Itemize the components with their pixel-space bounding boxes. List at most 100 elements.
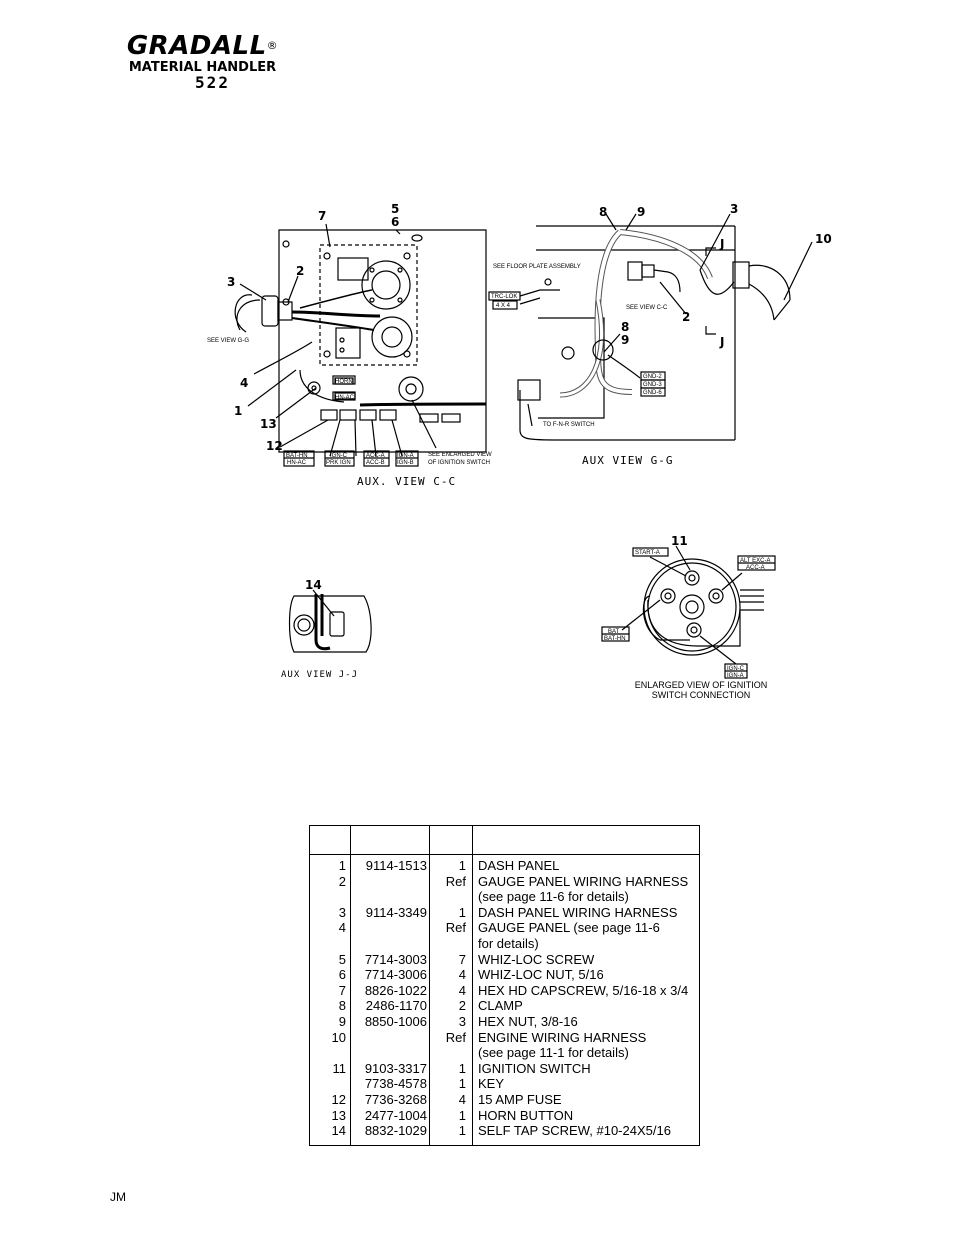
label-fnr-switch: TO F-N-R SWITCH [543, 422, 595, 428]
brand-header: GRADALL® MATERIAL HANDLER 522 [110, 32, 295, 91]
label-j-top: J [719, 237, 724, 251]
item-cell: 6 [309, 967, 351, 983]
quantity-cell: 1 [429, 854, 473, 874]
label-ign-c: IGN-C [330, 453, 348, 459]
floor-view [488, 213, 813, 441]
quantity-cell: 1 [429, 1107, 473, 1124]
callout-12: 12 [266, 439, 283, 453]
item-cell: 3 [309, 904, 351, 921]
description-cell: CLAMP [472, 998, 700, 1014]
quantity-cell: 1 [429, 1123, 473, 1146]
quantity-cell [429, 935, 473, 952]
description-cell: HEX NUT, 3/8-16 [472, 1013, 700, 1030]
item-cell: 9 [309, 1013, 351, 1030]
label-acc-a: ACC-A [366, 453, 385, 459]
description-cell: for details) [472, 935, 700, 952]
ignition-switch-view [601, 545, 776, 679]
part-number-cell: 2477-1004 [350, 1107, 430, 1124]
part-number-cell [350, 935, 430, 952]
part-number-cell: 7714-3003 [350, 951, 430, 968]
item-cell: 7 [309, 982, 351, 999]
label-enlarged-2: OF IGNITION SWITCH [428, 460, 490, 466]
part-number-cell: 2486-1170 [350, 998, 430, 1014]
item-cell: 13 [309, 1107, 351, 1124]
quantity-cell: 1 [429, 1076, 473, 1092]
table-row: for details) [309, 935, 700, 952]
quantity-cell: 1 [429, 904, 473, 921]
callout-9-mid: 9 [621, 333, 629, 347]
item-cell: 11 [309, 1060, 351, 1077]
label-gnd-6: GND-6 [643, 390, 662, 396]
quantity-cell: Ref [429, 1029, 473, 1046]
description-cell: KEY [472, 1076, 700, 1092]
item-cell: 12 [309, 1091, 351, 1108]
description-cell: GAUGE PANEL (see page 11-6 [472, 920, 700, 936]
quantity-cell: 3 [429, 1013, 473, 1030]
table-row: (see page 11-1 for details) [309, 1045, 700, 1061]
dash-panel-view [234, 223, 487, 467]
description-cell: DASH PANEL WIRING HARNESS [472, 904, 700, 921]
description-cell: HEX HD CAPSCREW, 5/16-18 x 3/4 [472, 982, 700, 999]
label-prk-ign: PRK IGN [326, 460, 351, 466]
part-number-cell: 7738-4578 [350, 1076, 430, 1092]
description-cell: GAUGE PANEL WIRING HARNESS [472, 873, 700, 890]
description-cell: ENGINE WIRING HARNESS [472, 1029, 700, 1046]
part-number-cell: 7714-3006 [350, 967, 430, 983]
description-cell: SELF TAP SCREW, #10-24X5/16 [472, 1123, 700, 1146]
part-number-cell [350, 1045, 430, 1061]
item-cell: 2 [309, 873, 351, 890]
callout-11: 11 [671, 534, 688, 548]
label-gnd-2: GND-2 [643, 374, 662, 380]
label-hn-ac-2: HN-AC [287, 460, 307, 466]
item-cell: 4 [309, 920, 351, 936]
item-cell: 5 [309, 951, 351, 968]
part-number-cell: 8850-1006 [350, 1013, 430, 1030]
quantity-cell: 7 [429, 951, 473, 968]
caption-view-jj: AUX VIEW J-J [281, 670, 358, 680]
quantity-cell: Ref [429, 873, 473, 890]
label-4x4: 4 X 4 [496, 303, 511, 309]
label-floor-plate: SEE FLOOR PLATE ASSEMBLY [493, 264, 581, 270]
callout-1: 1 [234, 404, 242, 418]
label-bat: BAT [608, 629, 620, 635]
callout-6: 6 [391, 215, 399, 229]
label-start-a: START-A [635, 550, 660, 556]
description-cell: HORN BUTTON [472, 1107, 700, 1124]
table-header-row [309, 825, 700, 855]
label-bat-hn: BAT-HN [286, 453, 308, 459]
description-cell: (see page 11-1 for details) [472, 1045, 700, 1061]
label-ign-a: IGN-A [397, 453, 414, 459]
ignition-caption-2: SWITCH CONNECTION [652, 690, 751, 700]
label-acc-b: ACC-B [366, 460, 385, 466]
item-cell: 8 [309, 998, 351, 1014]
label-horn: HORN [335, 379, 353, 385]
description-cell: 15 AMP FUSE [472, 1091, 700, 1108]
description-cell: (see page 11-6 for details) [472, 889, 700, 905]
callout-4: 4 [240, 376, 248, 390]
description-cell: IGNITION SWITCH [472, 1060, 700, 1077]
table-row: (see page 11-6 for details) [309, 889, 700, 905]
label-ign-b: IGN-B [397, 460, 414, 466]
callout-2-gg: 2 [682, 310, 690, 324]
callout-2-cc: 2 [296, 264, 304, 278]
header-part [350, 825, 430, 855]
callout-3-gg: 3 [730, 202, 738, 216]
label-gnd-3: GND-3 [643, 382, 662, 388]
part-number-cell: 9114-1513 [350, 854, 430, 874]
part-number-cell: 8832-1029 [350, 1123, 430, 1146]
gradall-logo: GRADALL® [126, 31, 279, 61]
description-cell: DASH PANEL [472, 854, 700, 874]
label-acc-a-ign: ACC-A [746, 565, 765, 571]
callout-13: 13 [260, 417, 277, 431]
callout-3-cc: 3 [227, 275, 235, 289]
wiring-diagram: 7 5 6 3 2 4 1 13 12 SEE VIEW G-G HORN HN… [207, 202, 832, 700]
label-ign-a-ign: IGN-A [727, 673, 744, 679]
